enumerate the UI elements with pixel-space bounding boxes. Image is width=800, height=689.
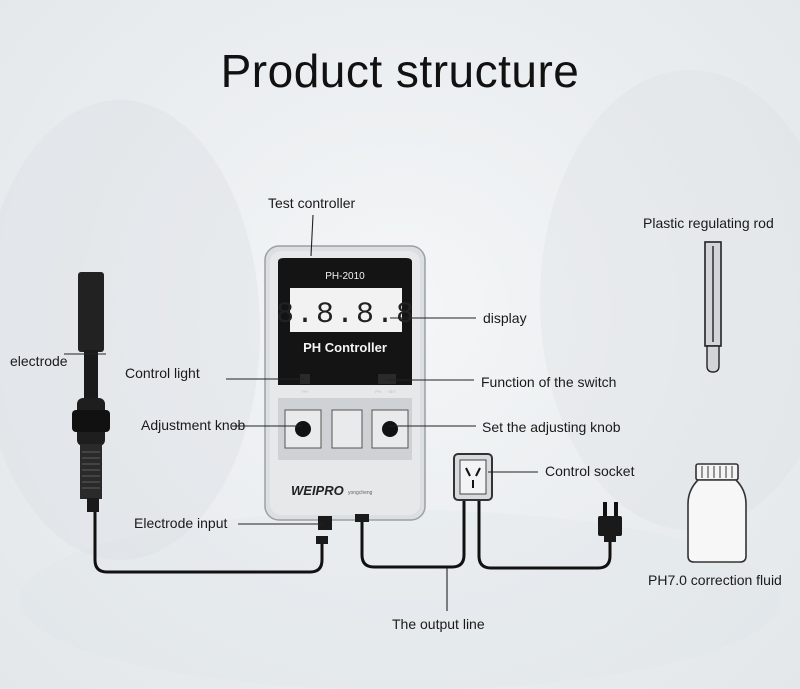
- label-electrode-input: Electrode input: [134, 515, 228, 531]
- controller-body: [264, 245, 426, 544]
- device-display-digits: 8.8.8.8: [276, 298, 416, 332]
- device-panel-label: PH Controller: [303, 340, 387, 355]
- label-control-light: Control light: [125, 365, 200, 381]
- device-small-label-2: PH: [375, 389, 381, 394]
- label-test-controller: Test controller: [268, 195, 356, 211]
- label-display: display: [483, 310, 527, 326]
- label-function-switch: Function of the switch: [481, 374, 617, 390]
- label-correction-fluid: PH7.0 correction fluid: [648, 572, 782, 588]
- electrode-probe: [72, 272, 110, 512]
- device-model: PH-2010: [325, 271, 365, 282]
- label-set-adjusting-knob: Set the adjusting knob: [482, 419, 621, 435]
- device-brand-sub: yongcheng: [348, 490, 373, 496]
- correction-fluid-bottle: [687, 463, 747, 563]
- device-small-label-3: SET: [388, 389, 396, 394]
- label-control-socket: Control socket: [545, 463, 635, 479]
- label-output-line: The output line: [392, 616, 485, 632]
- label-plastic-rod: Plastic regulating rod: [643, 215, 774, 231]
- plug-cable: [477, 496, 612, 570]
- electrode-cable: [93, 506, 324, 574]
- label-adjustment-knob: Adjustment knob: [141, 417, 246, 433]
- leader-test-controller: [310, 214, 314, 257]
- label-electrode: electrode: [10, 353, 68, 369]
- output-cable: [360, 496, 466, 569]
- device-brand: WEIPRO: [291, 483, 344, 498]
- plastic-rod: [704, 241, 722, 373]
- page-title: Product structure: [220, 45, 580, 97]
- power-plug: [598, 502, 622, 542]
- device-small-label-1: PH: [302, 389, 308, 394]
- control-socket: [453, 453, 493, 501]
